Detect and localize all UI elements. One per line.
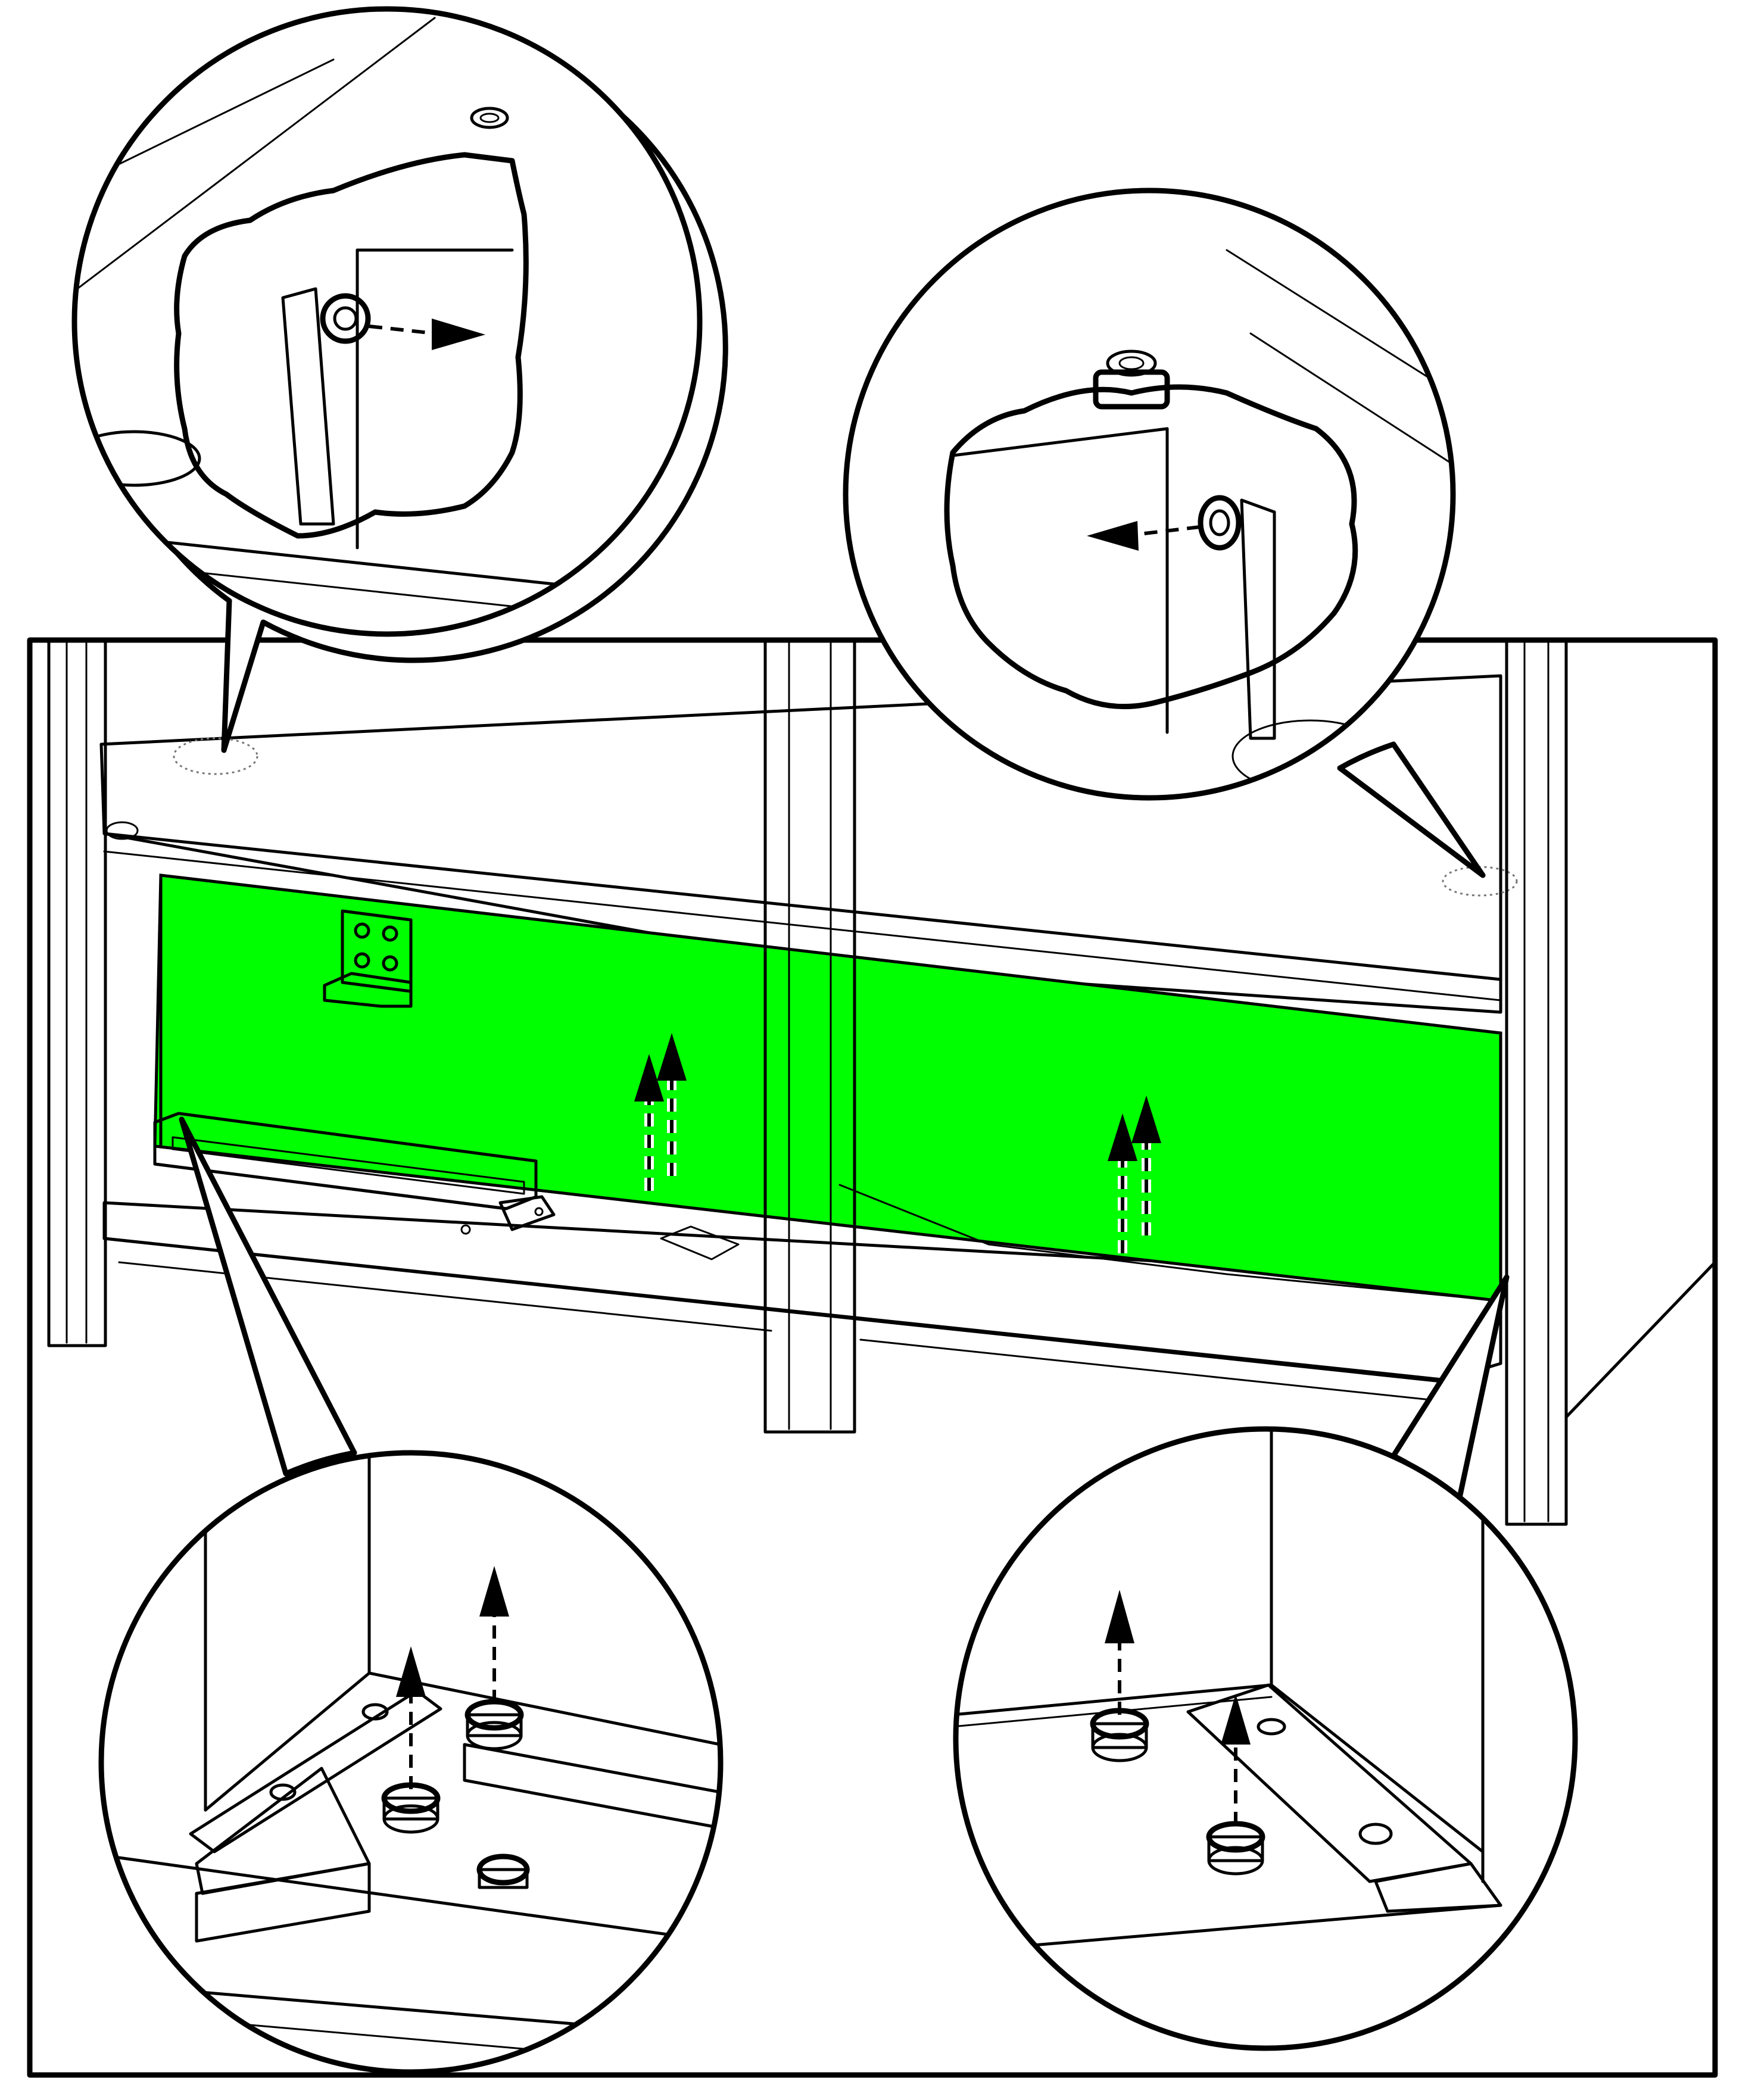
bolt-nut-icon — [1198, 495, 1242, 551]
bolt-nut-icon — [1257, 1718, 1286, 1736]
dashed-arrow-icon — [657, 1033, 687, 1081]
detail-callout-top-left — [71, 6, 728, 753]
dashed-arrow-icon — [1108, 1113, 1137, 1161]
upright-right — [1505, 638, 1568, 1526]
upright-center — [763, 638, 856, 1434]
bracket-bolt-icon — [354, 922, 370, 939]
rear-panel-highlighted — [153, 873, 1502, 1303]
detail-callout-top-right — [843, 188, 1486, 878]
bolt-nut-icon — [269, 1783, 297, 1801]
top-left-detail-marker — [173, 737, 258, 775]
detail-callout-bottom-left — [98, 1116, 724, 2075]
dashed-arrow-icon — [479, 1566, 509, 1617]
bolt-nut-icon — [1358, 1823, 1393, 1845]
dashed-arrow-icon — [1221, 1694, 1251, 1745]
upright-left — [47, 638, 107, 1347]
dashed-arrow-icon — [432, 319, 485, 350]
mounting-bracket — [323, 909, 413, 1008]
dashed-arrow-icon — [1131, 1096, 1161, 1143]
bracket-bolt-icon — [354, 952, 370, 969]
bolt-nut-icon — [476, 1854, 530, 1889]
cable-channel — [153, 1112, 556, 1235]
bracket-bolt-icon — [382, 925, 398, 942]
dashed-arrow-icon — [1105, 1590, 1134, 1643]
detail-callout-bottom-right — [953, 1274, 1578, 2051]
main-view — [27, 637, 1718, 2078]
main-removal-arrows — [634, 1033, 1161, 1253]
dashed-arrow-icon — [1087, 521, 1139, 551]
tray-access-plate — [660, 1225, 740, 1260]
rear-panel-seams — [154, 873, 1502, 1302]
main-view-frame — [27, 637, 1718, 2078]
cabinet-uprights — [47, 638, 1717, 1526]
bracket-bolt-icon — [382, 955, 398, 972]
dashed-arrow-icon — [634, 1054, 664, 1102]
bolt-nut-icon — [361, 1703, 389, 1721]
dashed-arrow-icon — [396, 1646, 426, 1697]
bolt-nut-icon — [320, 293, 371, 344]
